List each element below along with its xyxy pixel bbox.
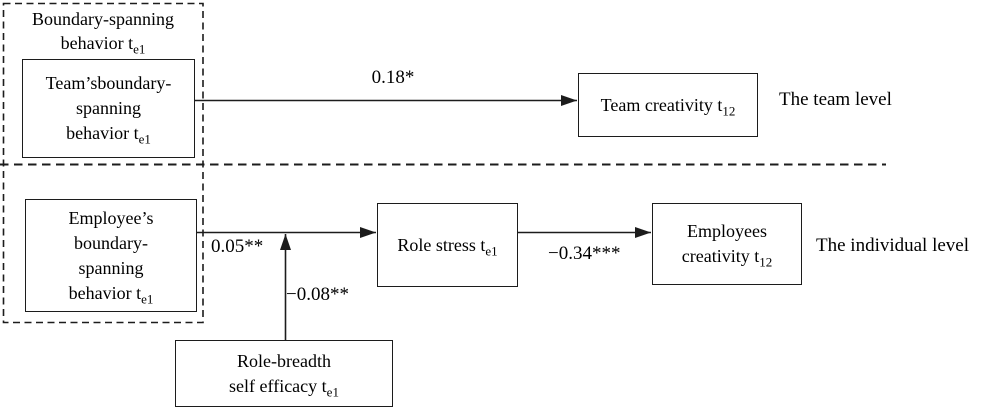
coefficient-team-path: 0.18*: [371, 67, 415, 88]
text-line: Employees: [687, 219, 767, 244]
label-text: boundary-: [74, 232, 148, 253]
text-line: Team creativity t12: [601, 93, 736, 118]
label-text: behavior t: [68, 282, 142, 303]
text-line: spanning: [76, 96, 141, 121]
subscript-text: e1: [326, 384, 339, 400]
text-line: boundary-: [74, 231, 148, 256]
label-text: Role-breadth: [237, 350, 331, 371]
text-line: self efficacy te1: [229, 374, 339, 399]
coefficient-stress-to-creativity: −0.34***: [548, 243, 621, 264]
node-role-stress: Role stress te1: [377, 203, 518, 287]
text-line: behavior te1: [69, 281, 154, 306]
subscript-text: e1: [485, 243, 498, 259]
text-line: Boundary-spanning: [3, 7, 203, 31]
label-text: Boundary-spanning: [32, 9, 174, 29]
node-team-boundary-spanning-behavior: Team’sboundary- spanning behavior te1: [22, 59, 195, 158]
text-line: Team’sboundary-: [46, 71, 172, 96]
subscript-text: e1: [133, 41, 146, 57]
subscript-text: 12: [722, 103, 736, 119]
label-text: spanning: [76, 98, 141, 118]
text-line: Employee’s: [69, 206, 154, 231]
boundary-spanning-dashed-box: [2, 2, 204, 324]
individual-level-label: The individual level: [816, 235, 970, 256]
label-text: behavior t: [60, 33, 134, 53]
team-level-label: The team level: [779, 89, 892, 110]
label-text: Employee’s: [68, 207, 154, 228]
text-line: Role-breadth: [237, 349, 331, 374]
subscript-text: 12: [759, 254, 773, 270]
node-team-creativity: Team creativity t12: [578, 73, 758, 137]
node-role-breadth-self-efficacy: Role-breadth self efficacy te1: [175, 340, 393, 407]
group-label-boundary-spanning: Boundary-spanning behavior te1: [3, 7, 203, 57]
coefficient-moderation: −0.08**: [286, 284, 349, 305]
label-text: behavior t: [66, 123, 139, 143]
text-line: creativity t12: [682, 244, 772, 269]
text-line: spanning: [79, 256, 144, 281]
text-line: behavior te1: [3, 31, 203, 57]
subscript-text: e1: [141, 291, 154, 307]
text-line: Role stress te1: [397, 233, 497, 258]
text-line: behavior te1: [66, 121, 151, 146]
label-text: self efficacy t: [229, 375, 327, 396]
label-text: Employees: [687, 221, 767, 241]
label-text: Role stress t: [397, 234, 486, 255]
label-text: spanning: [78, 257, 144, 278]
node-employees-creativity: Employees creativity t12: [652, 203, 802, 285]
label-text: Team’sboundary-: [45, 73, 172, 93]
subscript-text: e1: [138, 131, 151, 147]
label-text: Team creativity t: [600, 94, 723, 115]
label-text: creativity t: [681, 246, 760, 266]
node-employee-boundary-spanning-behavior: Employee’s boundary- spanning behavior t…: [25, 199, 197, 312]
coefficient-employee-to-stress: 0.05**: [211, 236, 264, 257]
